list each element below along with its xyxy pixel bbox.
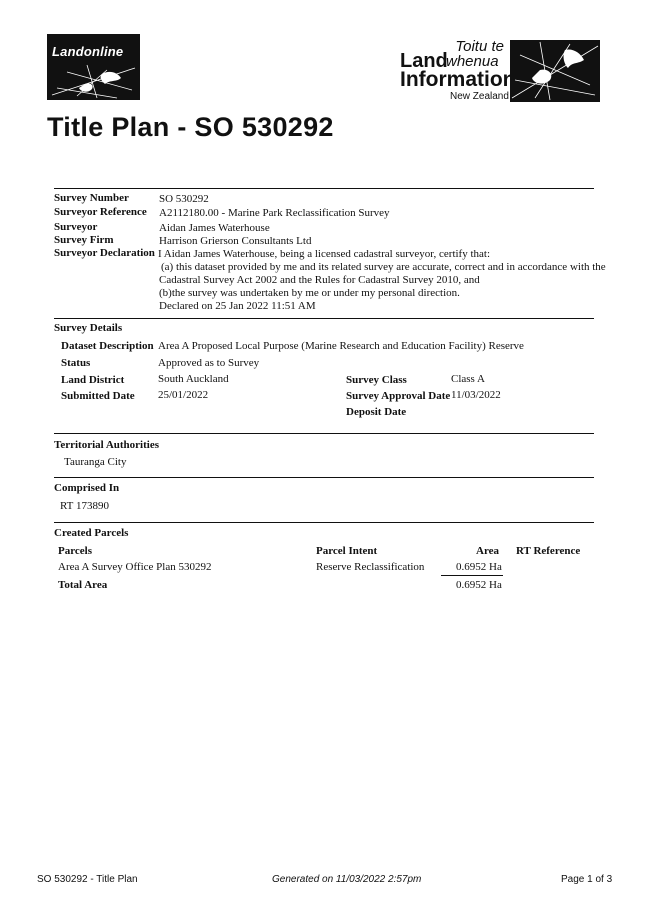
landonline-logo-text: Landonline (52, 44, 124, 59)
land-district-label: Land District (61, 374, 125, 386)
area-column-header: Area (476, 545, 500, 557)
parcel-intent-column-header: Parcel Intent (316, 545, 378, 557)
territorial-authority: Tauranga City (64, 456, 127, 468)
dataset-description-label: Dataset Description (61, 340, 154, 352)
linz-land: Land (400, 50, 448, 72)
declaration-line: (b)the survey was undertaken by me or un… (159, 287, 460, 299)
page-title: Title Plan - SO 530292 (47, 112, 334, 142)
territorial-authorities-heading: Territorial Authorities (54, 439, 159, 451)
declaration-line: Cadastral Survey Act 2002 and the Rules … (159, 274, 480, 286)
survey-details-heading: Survey Details (54, 322, 123, 334)
declaration-line: I Aidan James Waterhouse, being a licens… (158, 248, 491, 260)
status-value: Approved as to Survey (158, 357, 260, 369)
total-area-label: Total Area (58, 579, 108, 591)
landonline-map-icon (51, 64, 136, 99)
linz-whenua: whenua (446, 53, 499, 70)
declaration-line: (a) this dataset provided by me and its … (161, 261, 606, 273)
survey-approval-date: 11/03/2022 (451, 389, 501, 401)
submitted-date-label: Submitted Date (61, 390, 135, 402)
section-divider (54, 433, 594, 434)
created-parcels-heading: Created Parcels (54, 527, 129, 539)
submitted-date: 25/01/2022 (158, 389, 209, 401)
status-label: Status (61, 357, 91, 369)
surveyor-reference-label: Surveyor Reference (54, 206, 147, 218)
surveyor-declaration-label: Surveyor Declaration (54, 247, 155, 259)
footer-page-number: Page 1 of 3 (561, 874, 613, 885)
footer-document-id: SO 530292 - Title Plan (37, 874, 138, 885)
parcel-intent: Reserve Reclassification (316, 561, 425, 573)
section-divider (54, 522, 594, 523)
land-district: South Auckland (158, 373, 229, 385)
comprised-in-value: RT 173890 (60, 500, 109, 512)
dataset-description: Area A Proposed Local Purpose (Marine Re… (158, 340, 524, 352)
linz-information: Information (400, 68, 516, 91)
rt-reference-column-header: RT Reference (516, 545, 581, 557)
survey-number-label: Survey Number (54, 192, 129, 204)
parcel-area: 0.6952 Ha (456, 561, 502, 573)
linz-toitu: Toitu te (455, 38, 504, 55)
total-underline (441, 575, 503, 576)
surveyor: Aidan James Waterhouse (159, 222, 270, 234)
survey-firm-label: Survey Firm (54, 234, 114, 246)
section-divider (54, 188, 594, 189)
survey-class-label: Survey Class (346, 374, 407, 386)
section-divider (54, 477, 594, 478)
parcels-column-header: Parcels (58, 545, 93, 557)
total-area: 0.6952 Ha (456, 579, 502, 591)
survey-number: SO 530292 (159, 193, 209, 205)
survey-approval-date-label: Survey Approval Date (346, 390, 451, 402)
comprised-in-heading: Comprised In (54, 482, 120, 494)
nz-map-icon (510, 40, 600, 102)
surveyor-label: Surveyor (54, 221, 98, 233)
survey-firm: Harrison Grierson Consultants Ltd (159, 235, 312, 247)
linz-logo: Toitu te Land whenua Information New Zea… (396, 38, 606, 104)
section-divider (54, 318, 594, 319)
linz-country: New Zealand (450, 91, 509, 102)
declaration-date: Declared on 25 Jan 2022 11:51 AM (159, 300, 316, 312)
surveyor-reference: A2112180.00 - Marine Park Reclassificati… (159, 207, 390, 219)
parcel-name: Area A Survey Office Plan 530292 (58, 561, 212, 573)
deposit-date-label: Deposit Date (346, 406, 407, 418)
footer-generated-on: Generated on 11/03/2022 2:57pm (272, 874, 422, 885)
survey-class: Class A (451, 373, 485, 385)
